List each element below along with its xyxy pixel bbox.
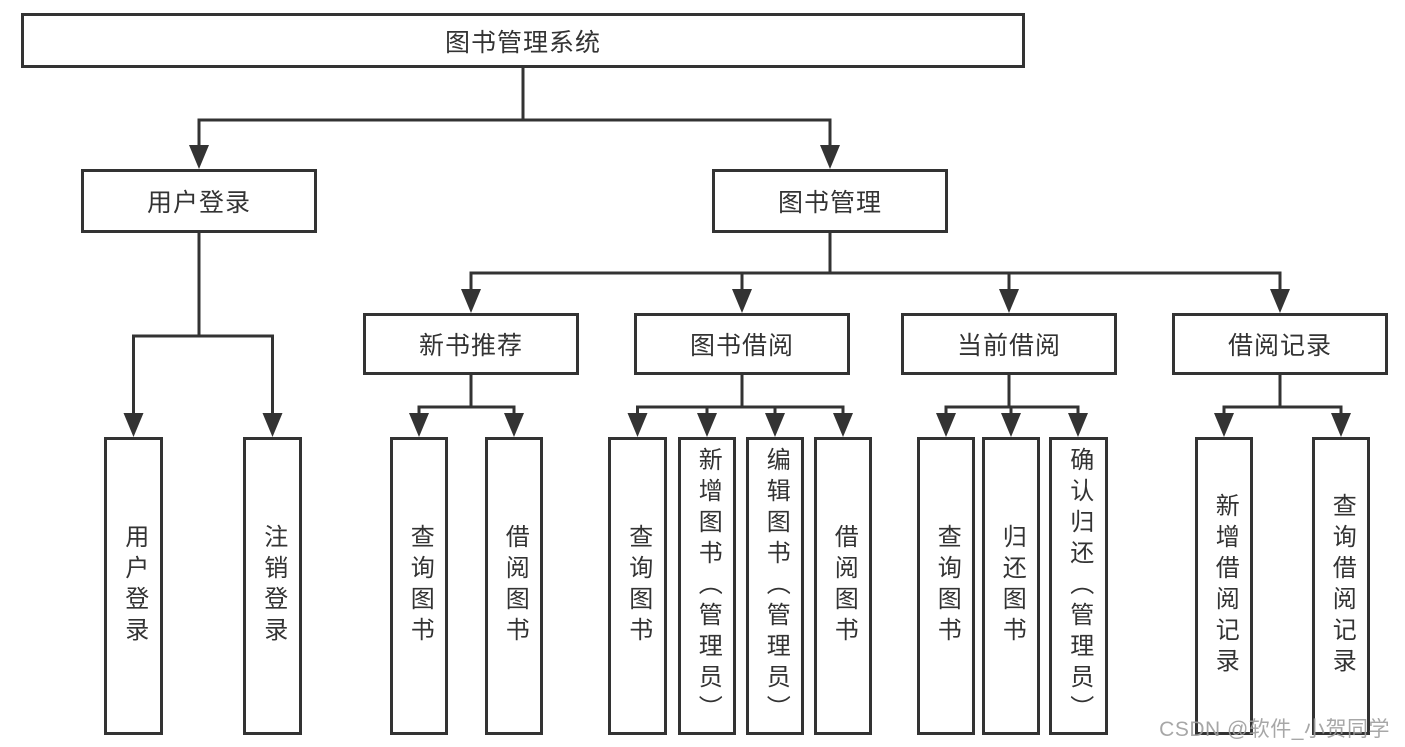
node-book-borrowing: 图书借阅 — [634, 313, 850, 375]
arrowheads-new-book-children — [409, 413, 524, 437]
node-label: 查询图书 — [933, 524, 961, 648]
leaf-logout: 注销登录 — [243, 437, 302, 735]
arrowheads-borrow-record-children — [1214, 413, 1351, 437]
connector-root-to-level2 — [197, 68, 832, 150]
arrowheads-user-login-children — [123, 413, 283, 437]
node-root-library-system: 图书管理系统 — [21, 13, 1025, 68]
node-label: 查询图书 — [624, 524, 652, 648]
arrowheads-book-borrow-children — [627, 413, 853, 437]
connector-book-borrow-children — [636, 375, 845, 420]
csdn-watermark: CSDN @软件_小贺同学 — [1159, 718, 1390, 741]
node-label: 图书借阅 — [689, 332, 794, 360]
arrowheads-root-to-level2 — [189, 145, 840, 169]
node-label: 归还图书 — [998, 524, 1026, 648]
leaf-search-books-borrow: 查询图书 — [608, 437, 667, 735]
connector-user-login-children — [132, 233, 274, 420]
leaf-user-login: 用户登录 — [104, 437, 163, 735]
node-label: 借阅图书 — [501, 524, 529, 648]
leaf-return-books: 归还图书 — [982, 437, 1040, 735]
leaf-search-borrow-record: 查询借阅记录 — [1312, 437, 1370, 735]
node-label: 借阅记录 — [1227, 332, 1332, 360]
node-label: 图书管理 — [777, 189, 882, 217]
node-book-management: 图书管理 — [712, 169, 948, 233]
node-label: 查询图书 — [406, 524, 434, 648]
node-label: 编辑图书（管理员） — [762, 446, 790, 726]
node-label: 新增借阅记录 — [1211, 493, 1239, 679]
arrowheads-current-borrow-children — [936, 413, 1088, 437]
node-label: 查询借阅记录 — [1328, 493, 1356, 679]
leaf-search-books-current: 查询图书 — [917, 437, 975, 735]
connector-borrow-record-children — [1222, 375, 1343, 420]
leaf-add-books-admin: 新增图书（管理员） — [678, 437, 736, 735]
node-label: 新增图书（管理员） — [694, 446, 722, 726]
node-label: 新书推荐 — [418, 332, 523, 360]
node-label: 用户登录 — [146, 189, 251, 217]
arrowheads-book-management-children — [461, 289, 1290, 313]
node-label: 当前借阅 — [956, 332, 1061, 360]
leaf-search-books-recommend: 查询图书 — [390, 437, 448, 735]
leaf-add-borrow-record: 新增借阅记录 — [1195, 437, 1253, 735]
node-label: 用户登录 — [120, 524, 148, 648]
node-user-login: 用户登录 — [81, 169, 317, 233]
node-borrowing-records: 借阅记录 — [1172, 313, 1388, 375]
node-current-borrowing: 当前借阅 — [901, 313, 1117, 375]
node-label: 确认归还（管理员） — [1065, 446, 1093, 726]
leaf-borrow-books-recommend: 借阅图书 — [485, 437, 543, 735]
leaf-edit-books-admin: 编辑图书（管理员） — [746, 437, 804, 735]
leaf-confirm-return-admin: 确认归还（管理员） — [1049, 437, 1108, 735]
node-label: 图书管理系统 — [444, 28, 601, 57]
node-new-book-recommendation: 新书推荐 — [363, 313, 579, 375]
connector-new-book-children — [417, 375, 516, 420]
connector-book-management-children — [469, 233, 1282, 295]
node-label: 注销登录 — [259, 524, 287, 648]
leaf-borrow-books: 借阅图书 — [814, 437, 872, 735]
node-label: 借阅图书 — [830, 524, 858, 648]
